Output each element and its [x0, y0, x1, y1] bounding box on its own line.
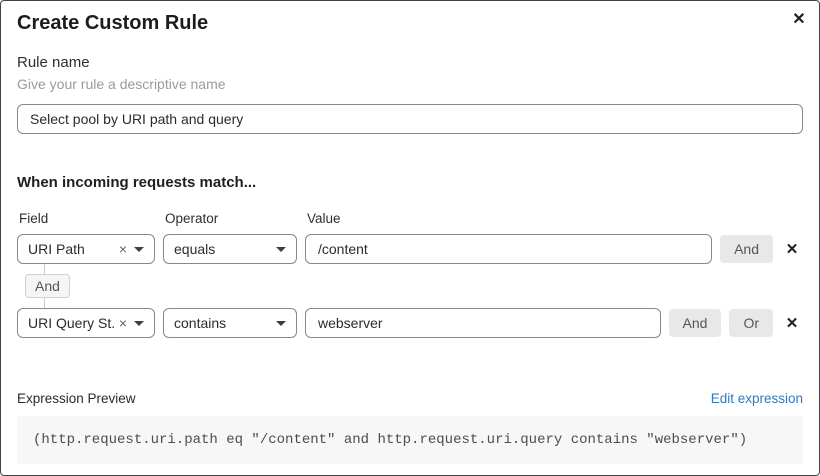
expression-preview-label: Expression Preview [17, 391, 136, 406]
row-connector-buttons: And Or [668, 309, 773, 337]
expression-code: (http.request.uri.path eq "/content" and… [17, 416, 803, 464]
clear-field-icon[interactable]: × [118, 241, 127, 257]
field-select-value: URI Path [28, 241, 85, 257]
add-or-condition-button[interactable]: Or [729, 309, 773, 337]
value-column-label: Value [307, 211, 341, 226]
edit-expression-link[interactable]: Edit expression [710, 391, 803, 406]
chevron-down-icon [276, 320, 286, 326]
rule-name-input[interactable] [17, 104, 803, 134]
field-column-label: Field [19, 211, 49, 226]
condition-connector: And [17, 264, 803, 308]
field-select[interactable]: URI Query St... × [17, 308, 155, 338]
field-select[interactable]: URI Path × [17, 234, 155, 264]
clear-field-icon[interactable]: × [118, 315, 127, 331]
chevron-down-icon [276, 246, 286, 252]
operator-select[interactable]: equals [163, 234, 297, 264]
remove-condition-icon[interactable]: ✕ [781, 238, 803, 260]
condition-column-labels: Field Operator Value [17, 211, 803, 227]
add-and-condition-button[interactable]: And [720, 235, 773, 263]
rule-name-helper: Give your rule a descriptive name [17, 76, 226, 92]
operator-select-value: contains [174, 315, 227, 331]
add-and-condition-button[interactable]: And [668, 309, 722, 337]
expression-preview-header: Expression Preview Edit expression [17, 390, 803, 407]
and-connector-chip: And [25, 274, 70, 298]
condition-row: URI Query St... × contains And Or ✕ [17, 308, 803, 338]
chevron-down-icon [134, 246, 144, 252]
field-select-value: URI Query St... [28, 315, 115, 331]
operator-select[interactable]: contains [163, 308, 297, 338]
condition-value-input[interactable] [305, 234, 713, 264]
row-connector-buttons: And [720, 235, 773, 263]
match-heading: When incoming requests match... [17, 174, 257, 191]
close-icon[interactable]: ✕ [788, 8, 810, 30]
operator-column-label: Operator [165, 211, 219, 226]
chevron-down-icon [134, 320, 144, 326]
condition-row: URI Path × equals And ✕ [17, 234, 803, 264]
operator-select-value: equals [174, 241, 216, 257]
remove-condition-icon[interactable]: ✕ [781, 312, 803, 334]
dialog-title: Create Custom Rule [17, 12, 209, 34]
condition-value-input[interactable] [305, 308, 661, 338]
rule-name-label: Rule name [17, 54, 90, 71]
